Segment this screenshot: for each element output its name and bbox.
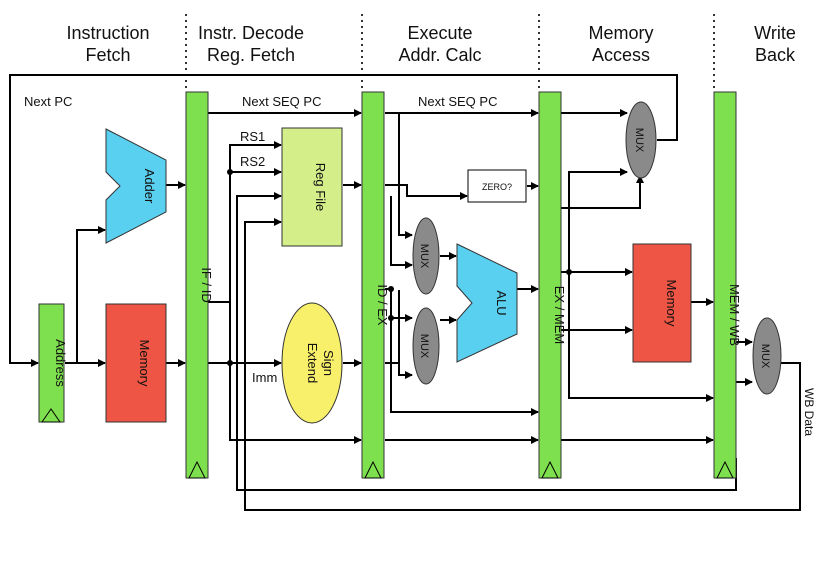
wire-address-to-adder <box>65 226 106 364</box>
register-file: Reg File <box>281 127 343 247</box>
memory-body <box>632 243 692 363</box>
ex-mem-label: EX / MEM <box>552 286 567 345</box>
mux-body <box>412 307 440 385</box>
stage-dividers <box>185 14 715 92</box>
memory-body <box>105 303 167 423</box>
clock-triangle <box>716 460 734 479</box>
zero-test-unit: ZERO? <box>467 169 527 203</box>
junction-dot <box>227 360 233 366</box>
next-seq-pc-label-ex: Next SEQ PC <box>418 94 497 109</box>
mux-body <box>752 317 782 395</box>
mux-label: MUX <box>759 344 771 369</box>
wire-rs1 <box>229 141 282 302</box>
ex-mem-register: EX / MEM <box>538 91 567 479</box>
address-label: Address <box>53 339 68 387</box>
zero-test-body <box>467 169 527 203</box>
wire-pc-to-upper-mux <box>398 113 413 239</box>
pipeline-registers: IF / ID ID / EX EX / MEM MEM / WB <box>185 91 742 479</box>
if-id-register: IF / ID <box>185 91 214 479</box>
wire-alu-to-memwb <box>568 272 714 402</box>
ex-lower-mux: MUX <box>412 307 440 385</box>
branch-mux: MUX <box>625 101 657 179</box>
alu-label: ALU <box>494 290 509 315</box>
id-ex-label: ID / EX <box>375 284 390 326</box>
pc-adder: Adder <box>105 128 167 244</box>
next-seq-pc-label-id: Next SEQ PC <box>242 94 321 109</box>
instruction-memory-label: Memory <box>137 340 152 387</box>
clock-triangle <box>41 408 61 423</box>
adder-label: Adder <box>142 169 157 204</box>
data-memory-label: Memory <box>664 280 679 327</box>
wire-wb-data-loop <box>244 218 801 511</box>
wire-regA-to-zero <box>385 184 468 200</box>
wire-write-reg <box>229 302 362 444</box>
mux-body <box>412 217 440 295</box>
register-body <box>38 303 65 423</box>
mem-wb-label: MEM / WB <box>727 284 742 346</box>
imm-label: Imm <box>252 370 277 385</box>
id-ex-register: ID / EX <box>361 91 390 479</box>
ex-upper-mux: MUX <box>412 217 440 295</box>
junction-dot <box>388 315 394 321</box>
instruction-memory: Memory <box>105 303 167 423</box>
stage-title-execute: Execute Addr. Calc <box>398 23 482 65</box>
mux-label: MUX <box>418 334 430 359</box>
sign-extend-body <box>281 302 343 424</box>
mux-label: MUX <box>418 244 430 269</box>
mux-body <box>625 101 657 179</box>
wire-next-pc-loop <box>9 74 678 367</box>
junction-dots <box>227 169 572 366</box>
clock-triangle <box>364 460 382 479</box>
clock-triangle <box>541 460 559 479</box>
rs2-label: RS2 <box>240 154 265 169</box>
writeback-mux: MUX <box>752 317 782 395</box>
zero-test-label: ZERO? <box>482 182 512 192</box>
clock-triangle <box>188 460 206 479</box>
junction-dot <box>566 269 572 275</box>
if-id-label: IF / ID <box>199 267 214 302</box>
stage-title-fetch: Instruction Fetch <box>66 23 150 65</box>
pc-address-register: Address <box>38 303 68 423</box>
wire-zero-to-branch-mux <box>561 175 644 209</box>
sign-extend-unit: Sign Extend <box>281 302 343 424</box>
wb-data-label: WB Data <box>802 388 816 436</box>
stage-title-writeback: Write Back <box>754 23 796 65</box>
wire-regB-to-exmem <box>390 318 539 416</box>
wire-alu-to-branch-mux <box>561 168 628 273</box>
sign-extend-label-1: Sign <box>321 350 336 376</box>
rs1-label: RS1 <box>240 129 265 144</box>
sign-extend-label-2: Extend <box>305 343 320 383</box>
data-memory: Memory <box>632 243 692 363</box>
wires <box>9 74 801 511</box>
alu: ALU <box>456 243 518 363</box>
stage-title-decode: Instr. Decode Reg. Fetch <box>197 23 305 65</box>
mux-label: MUX <box>633 128 645 153</box>
wire-wb-reg-loop <box>236 192 737 491</box>
register-file-body <box>281 127 343 247</box>
alu-shape <box>456 243 518 363</box>
register-file-label: Reg File <box>313 163 328 211</box>
wire-regA-to-upper-mux <box>390 196 413 269</box>
next-pc-label: Next PC <box>24 94 72 109</box>
stage-title-memory: Memory Access <box>588 23 654 65</box>
mem-wb-register: MEM / WB <box>713 91 742 479</box>
adder-shape <box>105 128 167 244</box>
junction-dot <box>388 286 394 292</box>
junction-dot <box>227 169 233 175</box>
wire-imm-to-lower-mux <box>385 362 413 379</box>
